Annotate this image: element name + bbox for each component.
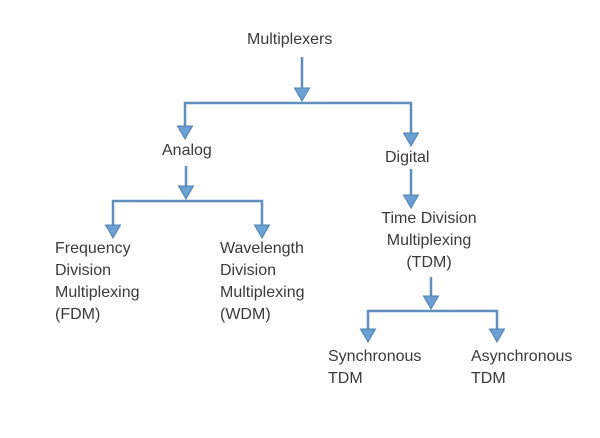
arrow-down-icon [176,125,194,141]
node-sync-tdm-line: Synchronous [328,348,422,365]
arrow-down-icon [253,224,271,240]
node-tdm: Time Division Multiplexing (TDM) [368,208,490,274]
arrow-down-icon [104,224,122,240]
node-wdm-line: Division [220,262,277,279]
node-fdm-line: Multiplexing [55,284,140,301]
node-wdm-line: (WDM) [220,306,271,323]
node-analog: Analog [162,142,212,159]
arrow-down-icon [402,194,420,210]
node-tdm-line: Time Division [381,210,477,227]
node-multiplexers: Multiplexers [247,31,333,48]
node-sync-tdm-line: TDM [328,370,363,387]
node-tdm-line: Multiplexing [386,232,472,249]
node-async-tdm-line: TDM [471,370,506,387]
arrow-down-icon [488,328,506,344]
node-fdm-line: (FDM) [55,306,101,323]
node-wdm-line: Wavelength [220,240,304,257]
arrow-down-icon [402,132,420,148]
node-sync-tdm: Synchronous TDM [328,346,421,390]
arrow-down-icon [293,87,311,103]
node-fdm-line: Division [55,262,112,279]
node-wdm-line: Multiplexing [220,284,305,301]
arrow-down-icon [359,328,377,344]
node-fdm-line: Frequency [55,240,131,257]
node-async-tdm-line: Asynchronous [471,348,573,365]
edge-multiplexers-to-analog-digital [111,57,499,331]
arrow-down-icon [177,185,195,201]
node-digital: Digital [385,149,430,166]
node-wdm: Wavelength Division Multiplexing (WDM) [220,238,304,326]
node-fdm: Frequency Division Multiplexing (FDM) [55,238,139,326]
node-tdm-line: (TDM) [406,254,452,271]
node-async-tdm: Asynchronous TDM [471,346,572,390]
arrow-down-icon [422,295,440,311]
